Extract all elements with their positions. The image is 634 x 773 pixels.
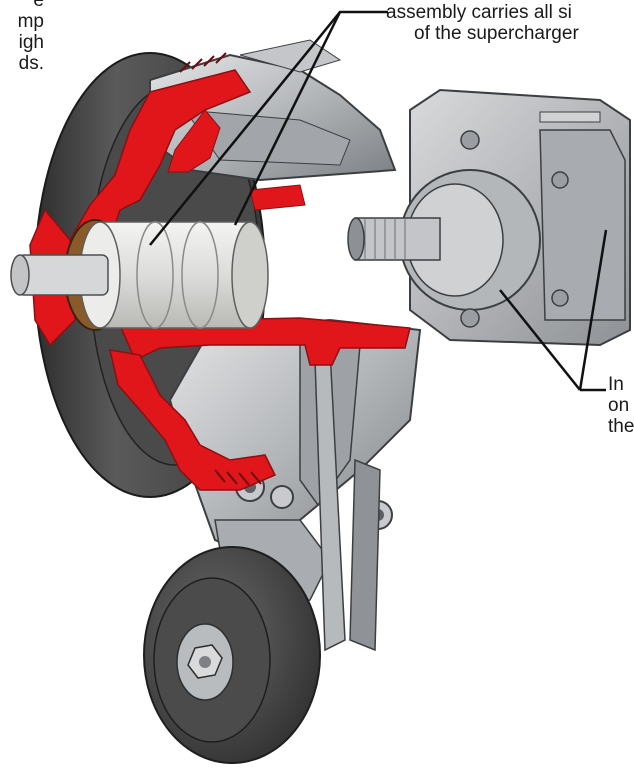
callout-right-line-1: In xyxy=(608,374,624,395)
callout-right-fragment: In on the xyxy=(608,374,634,437)
callout-top-line-2: of the supercharger xyxy=(414,23,579,44)
callout-top-bearing-assembly: assembly carries all si of the superchar… xyxy=(386,2,579,44)
shaft-bearing-assembly xyxy=(10,219,269,331)
callout-right-line-2: on xyxy=(608,395,630,416)
callout-right-line-3: the xyxy=(608,416,634,437)
callout-left-line-3: igh xyxy=(18,32,44,53)
idler-pulley xyxy=(143,546,321,764)
callout-left-line-4: ds. xyxy=(18,53,44,74)
input-spline xyxy=(364,218,406,260)
callout-top-line-1: assembly carries all si xyxy=(386,2,572,23)
supercharger-input-unit xyxy=(347,88,631,347)
callout-left-line-2: mp xyxy=(17,11,44,32)
cut-section xyxy=(29,69,411,491)
leader-lines xyxy=(149,10,608,392)
belt-grooves xyxy=(179,52,262,486)
callout-left-line-1: e xyxy=(33,0,44,11)
callout-left-fragment: e mp igh ds. xyxy=(0,0,44,74)
